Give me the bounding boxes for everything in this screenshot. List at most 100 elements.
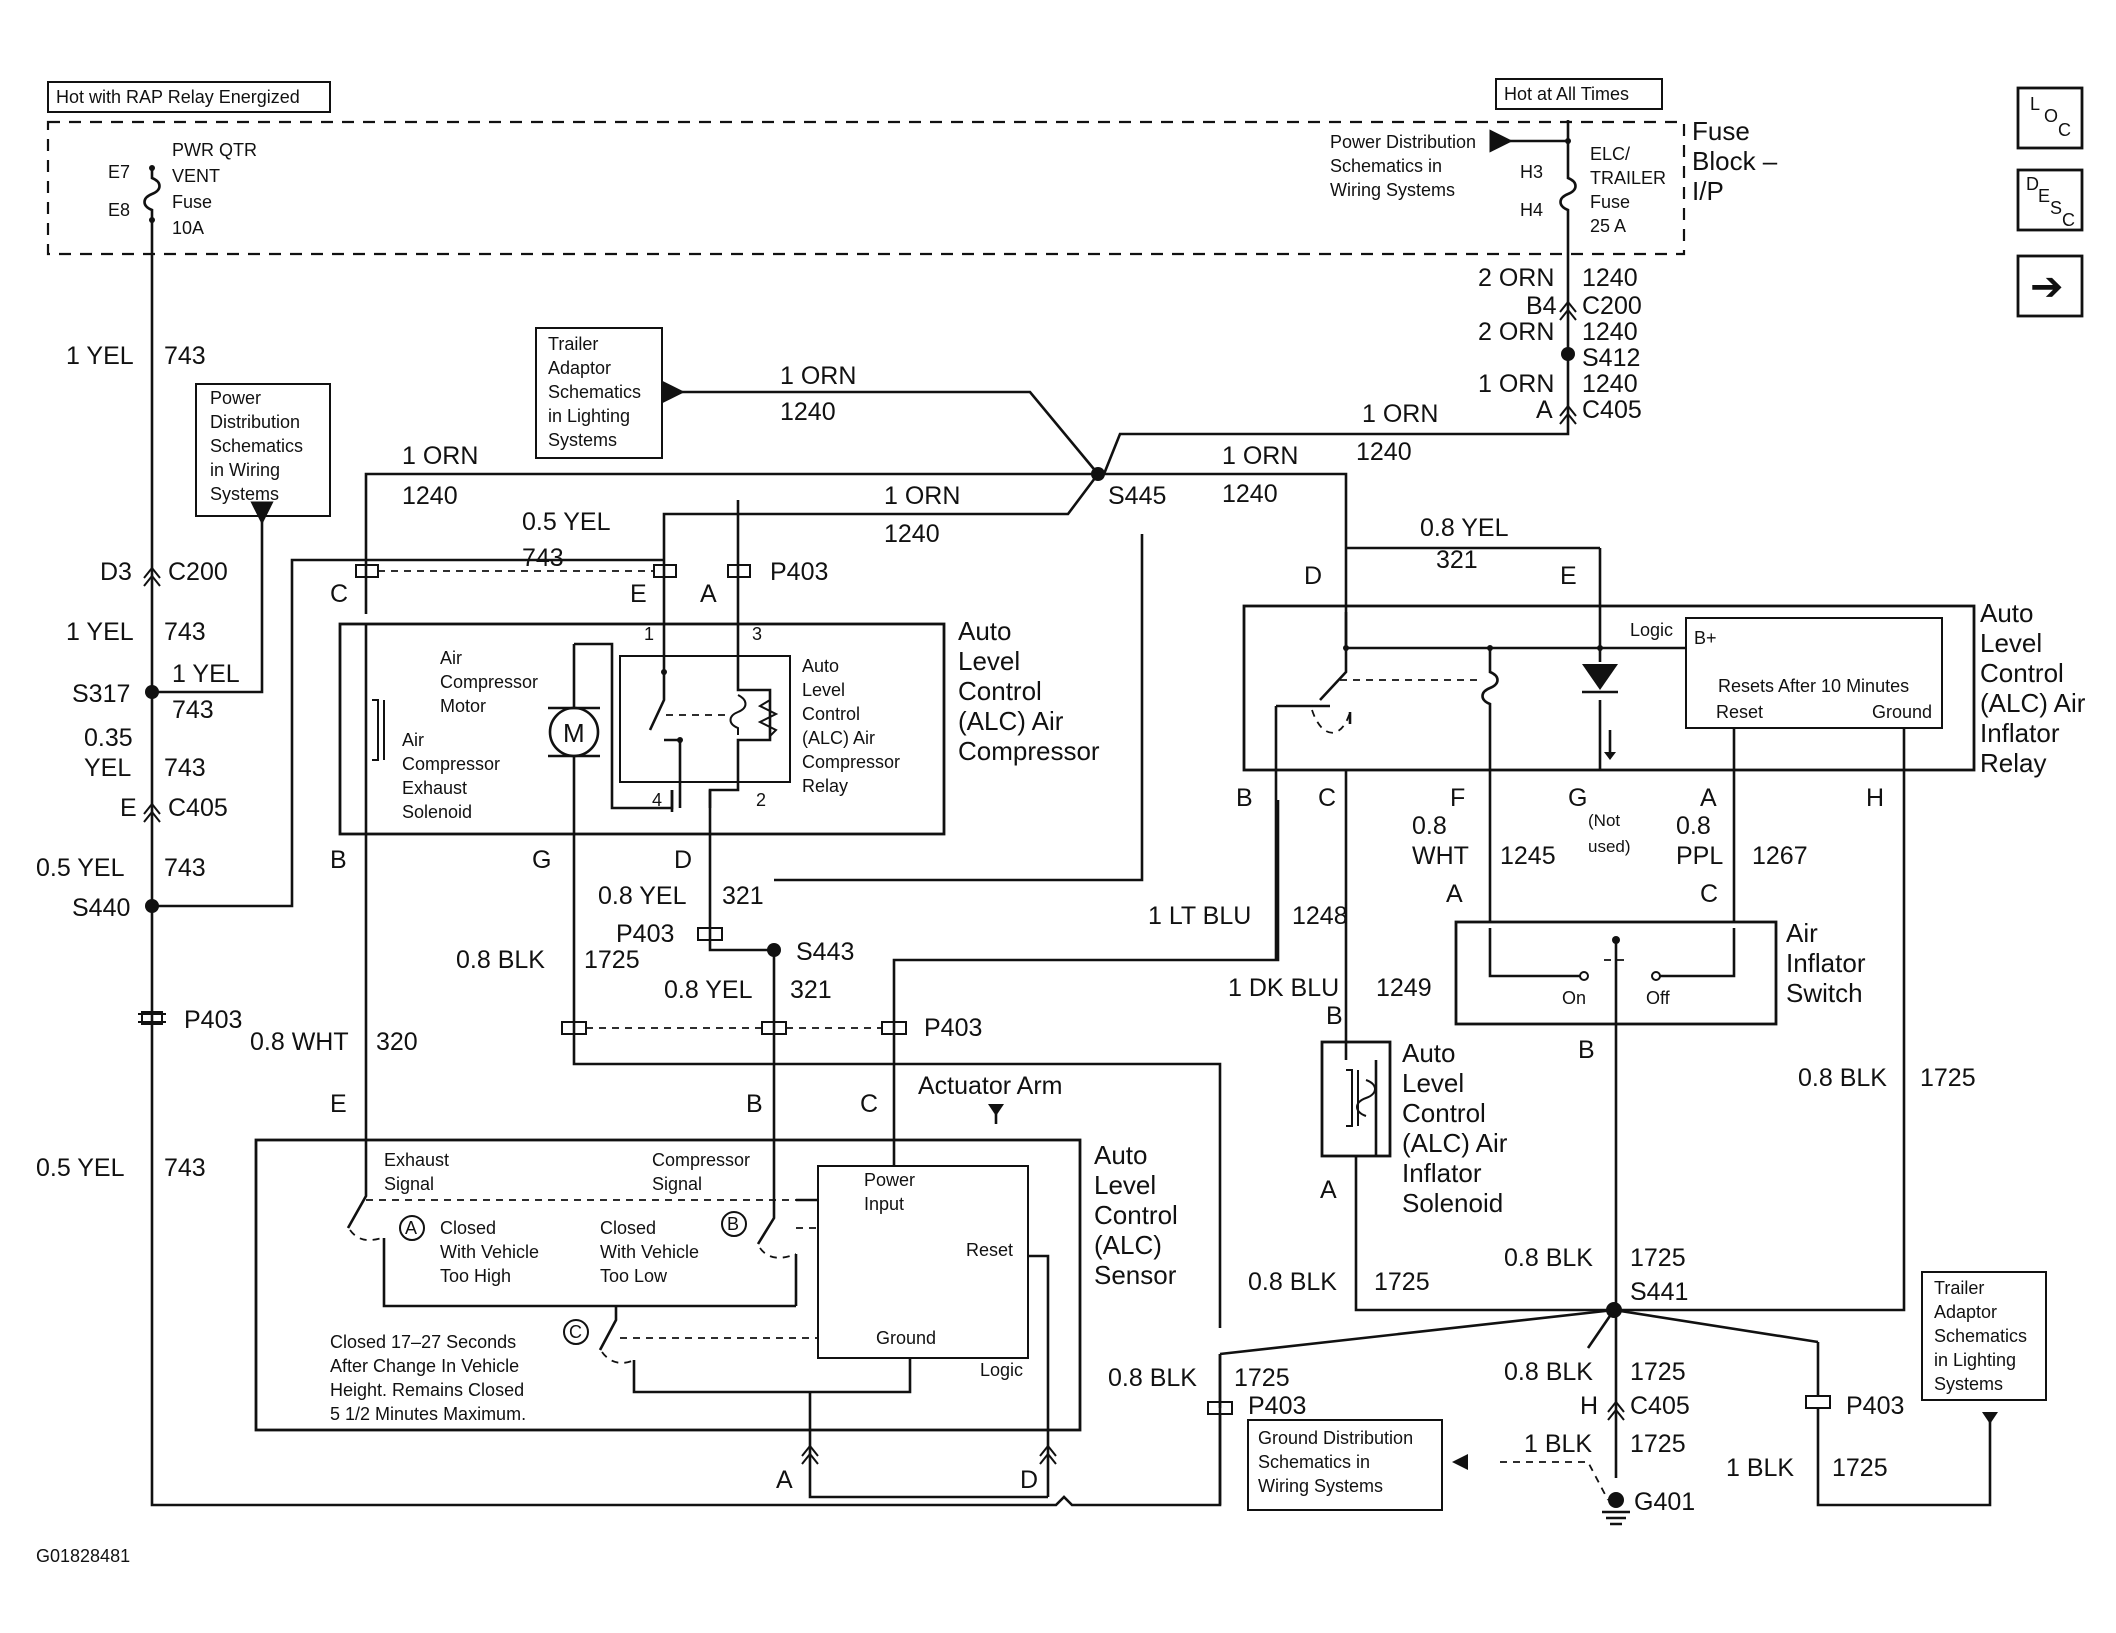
fuse-block-title: Fuse Block – I/P bbox=[1692, 116, 1778, 206]
svg-text:Level: Level bbox=[1402, 1068, 1464, 1098]
svg-text:Closed 17–27 Seconds: Closed 17–27 Seconds bbox=[330, 1332, 516, 1352]
svg-text:1 BLK: 1 BLK bbox=[1726, 1454, 1794, 1482]
svg-text:1 ORN: 1 ORN bbox=[884, 482, 960, 510]
svg-text:2: 2 bbox=[756, 790, 766, 810]
compressor-title: Auto Level Control (ALC) Air Compressor bbox=[958, 616, 1100, 766]
svg-text:1 ORN: 1 ORN bbox=[1222, 442, 1298, 470]
connector-p403-ground: 0.8 BLK 1725 P403 bbox=[1108, 1364, 1306, 1420]
svg-text:Level: Level bbox=[802, 680, 845, 700]
ground-circuit-1725: 0.8 BLK 1725 S441 0.8 BLK 1725 P403 0.8 … bbox=[1108, 1040, 1998, 1526]
svg-text:0.8 YEL: 0.8 YEL bbox=[598, 882, 687, 910]
svg-text:P403: P403 bbox=[1846, 1392, 1904, 1420]
circuit-1240-top: 2 ORN 1240 B4 C200 2 ORN 1240 S412 1 ORN… bbox=[1102, 254, 1642, 475]
fuse-pwr-qtr-vent: E7 E8 PWR QTR VENT Fuse 10A bbox=[108, 140, 257, 238]
svg-text:Wiring Systems: Wiring Systems bbox=[1258, 1476, 1383, 1496]
alc-air-compressor-relay: 1 3 4 2 Auto Level Control (ALC) Air Com… bbox=[619, 614, 900, 820]
relay-coil-icon bbox=[729, 694, 747, 735]
svg-text:S443: S443 bbox=[796, 938, 854, 966]
svg-text:Power: Power bbox=[210, 388, 261, 408]
svg-text:1240: 1240 bbox=[884, 520, 940, 548]
svg-text:With Vehicle: With Vehicle bbox=[600, 1242, 699, 1262]
alc-air-compressor: 0.5 YEL 743 P403 C E A Auto Level Contro… bbox=[330, 500, 1100, 1088]
svg-text:E7: E7 bbox=[108, 162, 130, 182]
svg-text:A: A bbox=[776, 1466, 793, 1494]
svg-text:G: G bbox=[532, 846, 551, 874]
connector-p403-trailer: P403 bbox=[1805, 1392, 1904, 1420]
svg-text:Adaptor: Adaptor bbox=[548, 358, 611, 378]
svg-text:Schematics: Schematics bbox=[210, 436, 303, 456]
motor-label: M bbox=[563, 718, 585, 748]
svg-text:Switch: Switch bbox=[1786, 978, 1863, 1008]
svg-text:PWR QTR: PWR QTR bbox=[172, 140, 257, 160]
svg-text:1240: 1240 bbox=[1582, 370, 1638, 398]
svg-text:C: C bbox=[569, 1322, 582, 1342]
svg-text:G401: G401 bbox=[1634, 1488, 1695, 1516]
svg-text:Solenoid: Solenoid bbox=[402, 802, 472, 822]
svg-text:Air: Air bbox=[440, 648, 462, 668]
svg-text:D: D bbox=[1304, 562, 1322, 590]
desc-button[interactable]: D E S C bbox=[2016, 168, 2084, 232]
svg-text:P403: P403 bbox=[770, 558, 828, 586]
svg-text:Inflator: Inflator bbox=[1402, 1158, 1482, 1188]
svg-text:Logic: Logic bbox=[980, 1360, 1023, 1380]
svg-text:Input: Input bbox=[864, 1194, 904, 1214]
svg-text:1 YEL: 1 YEL bbox=[66, 342, 134, 370]
svg-text:Compressor: Compressor bbox=[402, 754, 500, 774]
switch-title: Air Inflator Switch bbox=[1786, 918, 1866, 1008]
svg-text:Reset: Reset bbox=[966, 1240, 1013, 1260]
alc-sensor: Actuator Arm E B C Auto Level Control (A… bbox=[254, 1072, 1178, 1499]
svg-text:Schematics: Schematics bbox=[1934, 1326, 2027, 1346]
svg-text:1725: 1725 bbox=[1630, 1430, 1686, 1458]
svg-text:in Lighting: in Lighting bbox=[548, 406, 630, 426]
svg-text:D: D bbox=[674, 846, 692, 874]
compressor-output-wiring: 0.8 WHT 320 0.8 BLK 1725 0.8 YEL 321 P40… bbox=[250, 534, 1280, 1328]
svg-text:1240: 1240 bbox=[1582, 318, 1638, 346]
svg-text:(Not: (Not bbox=[1588, 811, 1620, 830]
alc-air-inflator-relay: D E 0.8 YEL 321 Auto Level Control (ALC)… bbox=[1236, 514, 2086, 856]
svg-text:Wiring Systems: Wiring Systems bbox=[1330, 180, 1455, 200]
svg-text:D: D bbox=[1020, 1466, 1038, 1494]
actuator-arrow-icon bbox=[988, 1104, 1004, 1116]
svg-text:C: C bbox=[860, 1090, 878, 1118]
fuse-block: Fuse Block – I/P Hot with RAP Relay Ener… bbox=[46, 78, 1778, 256]
svg-text:1 DK BLU: 1 DK BLU bbox=[1228, 974, 1339, 1002]
svg-text:1 YEL: 1 YEL bbox=[172, 660, 240, 688]
svg-text:Control: Control bbox=[1980, 658, 2064, 688]
trailer-adaptor-ref-right: Trailer Adaptor Schematics in Lighting S… bbox=[1921, 1271, 2047, 1401]
svg-text:321: 321 bbox=[722, 882, 764, 910]
svg-text:H: H bbox=[1866, 784, 1884, 812]
svg-text:E: E bbox=[2038, 186, 2050, 206]
connector-c405-top: A C405 bbox=[1536, 396, 1642, 425]
arrow-left-icon bbox=[1452, 1454, 1468, 1470]
svg-text:1240: 1240 bbox=[1222, 480, 1278, 508]
svg-text:0.8: 0.8 bbox=[1676, 812, 1711, 840]
svg-text:Control: Control bbox=[1094, 1200, 1178, 1230]
ground-g401: G401 bbox=[1602, 1488, 1695, 1526]
svg-text:H: H bbox=[1580, 1392, 1598, 1420]
loc-button[interactable]: L O C bbox=[2016, 86, 2084, 150]
svg-text:E8: E8 bbox=[108, 200, 130, 220]
svg-text:2 ORN: 2 ORN bbox=[1478, 264, 1554, 292]
svg-text:743: 743 bbox=[164, 854, 206, 882]
svg-text:Hot at All Times: Hot at All Times bbox=[1504, 84, 1629, 104]
svg-text:S: S bbox=[2050, 198, 2062, 218]
next-page-button[interactable]: ➔ bbox=[2016, 254, 2084, 318]
svg-text:Fuse: Fuse bbox=[1692, 116, 1750, 146]
svg-text:A: A bbox=[1536, 396, 1553, 424]
svg-text:Auto: Auto bbox=[1094, 1140, 1148, 1170]
svg-text:Compressor: Compressor bbox=[802, 752, 900, 772]
svg-text:1 YEL: 1 YEL bbox=[66, 618, 134, 646]
svg-text:Fuse: Fuse bbox=[1590, 192, 1630, 212]
svg-text:Level: Level bbox=[958, 646, 1020, 676]
power-distribution-ref-left: Power Distribution Schematics in Wiring … bbox=[195, 383, 331, 517]
svg-text:1 ORN: 1 ORN bbox=[402, 442, 478, 470]
svg-text:0.8 YEL: 0.8 YEL bbox=[664, 976, 753, 1004]
relay-g-arrow-icon bbox=[1604, 752, 1616, 760]
air-inflator-switch[interactable]: A C Air Inflator Switch On Off B bbox=[1446, 880, 1866, 1064]
svg-text:Ground: Ground bbox=[876, 1328, 936, 1348]
svg-text:321: 321 bbox=[790, 976, 832, 1004]
svg-text:Auto: Auto bbox=[1980, 598, 2034, 628]
svg-text:1725: 1725 bbox=[1630, 1244, 1686, 1272]
fuse-icon bbox=[143, 168, 161, 220]
